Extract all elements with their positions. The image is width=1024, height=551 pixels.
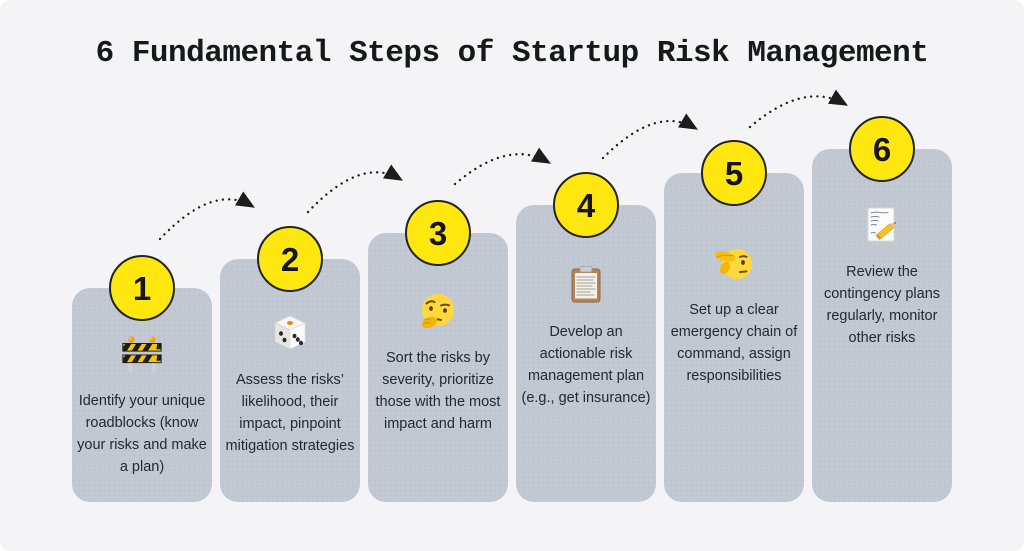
step-number: 3 <box>428 214 448 252</box>
step-number: 2 <box>280 240 300 278</box>
thinking-face-icon <box>414 291 462 331</box>
step-number: 1 <box>132 269 152 307</box>
step-description: Identify your unique roadblocks (know yo… <box>77 393 207 475</box>
step-number-badge: 5 <box>701 140 767 206</box>
step-description: Set up a clear emergency chain of comman… <box>670 302 798 384</box>
clipboard-icon <box>562 265 610 305</box>
step-number-badge: 4 <box>553 172 619 238</box>
step-number: 4 <box>576 186 596 224</box>
curved-arrow-2-3 <box>306 164 403 214</box>
page-title: 6 Fundamental Steps of Startup Risk Mana… <box>95 36 929 71</box>
step-card-5: 5 Set up a clear emergency chain of comm… <box>664 140 804 502</box>
step-number-badge: 1 <box>109 255 175 321</box>
curved-arrow-4-5 <box>601 113 698 160</box>
step-number-badge: 3 <box>405 200 471 266</box>
step-number-badge: 2 <box>257 226 323 292</box>
step-description: Assess the risks’ likelihood, their impa… <box>225 372 355 454</box>
step-number: 6 <box>872 130 892 168</box>
memo-pencil-icon <box>858 205 906 245</box>
curved-arrow-3-4 <box>453 147 551 186</box>
step-description: Sort the risks by severity, prioritize t… <box>375 350 501 432</box>
step-card-3: 3 Sort the risks by severity, prioritize… <box>368 200 508 502</box>
step-card-6: 6 Review the contingenc <box>812 116 952 502</box>
game-die-icon <box>266 313 314 353</box>
step-description: Review the contingency plans regularly, … <box>823 264 941 346</box>
step-number: 5 <box>724 154 744 192</box>
construction-barrier-icon <box>118 334 166 374</box>
curved-arrow-1-2 <box>158 191 255 241</box>
saluting-face-icon <box>710 243 758 283</box>
step-card-2: 2 Assess the risks’ likelihood, their im… <box>220 226 360 502</box>
step-card-1: 1 Identify y <box>72 255 212 502</box>
curved-arrow-5-6 <box>748 89 849 129</box>
step-card-4: 4 Develop an actionable risk management … <box>516 172 656 502</box>
step-description: Develop an actionable risk management pl… <box>521 324 651 406</box>
step-number-badge: 6 <box>849 116 915 182</box>
